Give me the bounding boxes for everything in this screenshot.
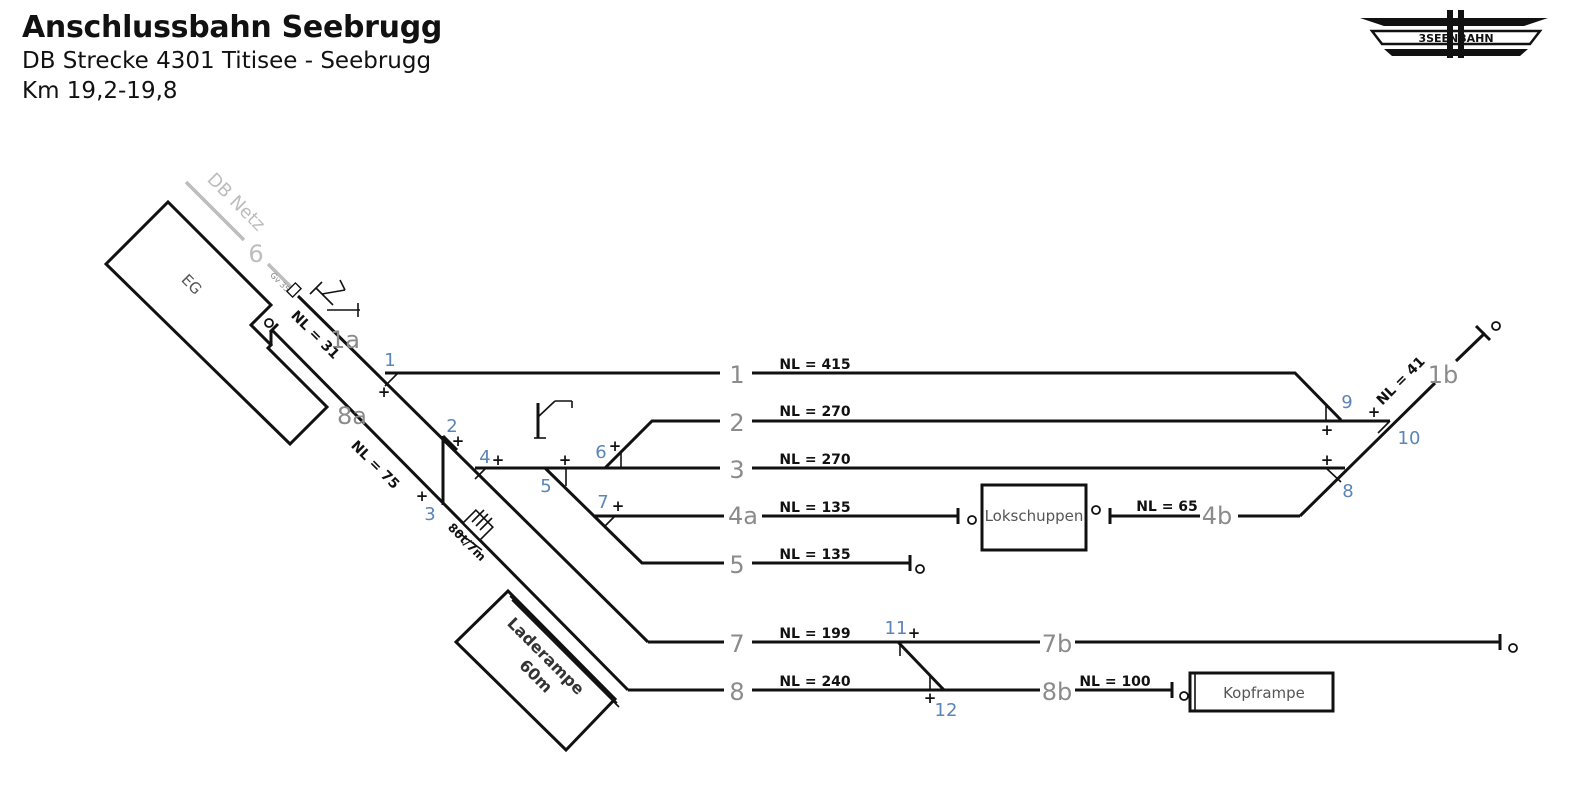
track-4a-label: 4a [728,502,758,530]
building-laderampe: Laderampe 60m [453,588,620,753]
track-8b-label: 8b [1042,678,1073,706]
switch-6: 6 [595,442,606,463]
track-8a-label: 8a [337,402,367,430]
length-8b: NL = 100 [1079,674,1151,690]
switch-3: 3 [424,504,435,525]
length-5: NL = 135 [779,547,850,563]
track-4b-label: 4b [1202,502,1233,530]
track-7b-label: 7b [1042,630,1073,658]
buffer-4b [1091,505,1112,524]
plus-10: + [1368,403,1381,421]
track-labels: 1a 8a 1 2 3 4a 4b 5 7 7b 8 8b 1b [330,326,1458,706]
switch-9: 9 [1341,392,1352,413]
plus-3: + [416,487,429,505]
page-title: Anschlussbahn Seebrugg [22,10,443,45]
building-kopframpe: Kopframpe [1188,671,1335,713]
tracks [270,294,1500,692]
signal-track-3 [534,400,573,439]
length-4b: NL = 65 [1136,499,1198,515]
switch-4: 4 [479,447,490,468]
length-2: NL = 270 [779,404,851,420]
buffer-8b [1170,682,1189,701]
switch-12: 12 [935,700,958,721]
switch-1: 1 [384,350,395,371]
plus-9: + [1321,421,1334,439]
km-line: Km 19,2-19,8 [22,78,178,104]
building-lokschuppen: Lokschuppen [980,483,1088,552]
switch-11: 11 [885,618,908,639]
track-6-label: 6 [248,240,263,268]
track-8-label: 8 [729,678,744,706]
track-7-label: 7 [729,630,744,658]
buffer-1b [1474,321,1501,342]
length-3: NL = 270 [779,452,851,468]
plus-7: + [612,497,625,515]
length-labels: NL = 31 NL = 75 NL = 415 NL = 270 NL = 2… [287,308,1428,690]
plus-8: + [1321,451,1334,469]
track-2-label: 2 [729,409,744,437]
plus-2: + [452,432,465,450]
plus-12: + [924,689,937,707]
plus-6: + [609,437,622,455]
switch-2: 2 [446,416,457,437]
weighbridge: 80t/7m [445,509,494,564]
buffer-8a [264,318,280,345]
buffer-7b [1498,634,1518,653]
route-line: DB Strecke 4301 Titisee - Seebrugg [22,48,432,74]
plus-5: + [559,451,572,469]
track-1-label: 1 [729,361,744,389]
plus-11: + [908,624,921,642]
length-8: NL = 240 [779,674,851,690]
switch-7: 7 [597,492,608,513]
length-4a: NL = 135 [779,500,850,516]
plus-markers: + + + + + + + + + + + + [378,383,1381,707]
header: Anschlussbahn Seebrugg DB Strecke 4301 T… [22,10,442,106]
track-3-label: 3 [729,456,744,484]
switch-ticks [384,372,1391,690]
switch-5: 5 [540,476,551,497]
db-netz-label: DB Netz [203,169,269,235]
track-5-label: 5 [729,551,744,579]
kopframpe-label: Kopframpe [1223,684,1305,702]
signal-1a [309,279,360,317]
switch-labels: 1 2 3 4 5 6 7 8 9 10 11 12 [384,350,1420,721]
buffer-5 [908,555,925,574]
track-1a-label: 1a [330,326,360,354]
plus-4: + [492,451,505,469]
track-1b-label: 1b [1428,361,1459,389]
length-7: NL = 199 [779,626,850,642]
switch-8: 8 [1342,481,1353,502]
buffer-4a [956,508,977,525]
plus-1: + [378,383,391,401]
length-1: NL = 415 [779,357,850,373]
buffer-stops [264,318,1518,701]
logo-text: 3SEENBAHN [1418,32,1493,45]
lokschuppen-label: Lokschuppen [985,507,1084,525]
switch-10: 10 [1398,428,1421,449]
length-8a: NL = 75 [347,438,402,493]
length-1b: NL = 41 [1374,354,1429,409]
logo: 3SEENBAHN [1360,10,1548,58]
